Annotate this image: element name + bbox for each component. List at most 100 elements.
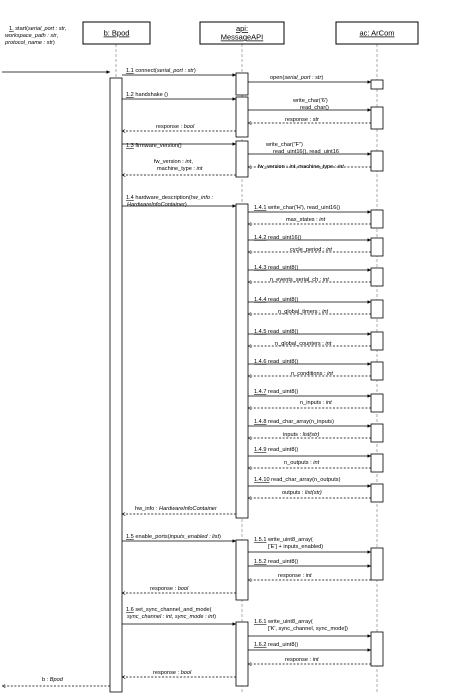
activation-bar-arcom: [370, 79, 384, 90]
message-e2: 1.5.2 read_uint8(): [248, 559, 371, 568]
message-hw_ret: hw_info : HardwareInfoContainer: [122, 506, 236, 514]
message-label: 1.5.1 write_uint8_array(: [254, 537, 313, 543]
message-r5: n_global_counters : int: [248, 341, 371, 347]
message-label-continued: ['E'] + inputs_enabled): [268, 544, 323, 550]
message-e_ret: response : int: [248, 573, 371, 580]
activation-bar-arcom: [370, 453, 384, 473]
activation-bar-arcom: [370, 547, 384, 581]
activation-bar-api: [235, 96, 249, 138]
participant-box: [335, 21, 419, 45]
message-label: 1.4.9 read_uint8(): [254, 447, 298, 453]
message-label: n_global_counters : int: [275, 341, 332, 347]
message-label: b : Bpod: [42, 677, 64, 683]
activation-bar-api: [235, 140, 249, 178]
participant-bpod: b: Bpod: [82, 21, 151, 45]
message-label: n_global_timers : int: [278, 309, 329, 315]
activation-bar-arcom: [370, 299, 384, 319]
message-label-continued: read_uint16(), read_uint16: [273, 149, 339, 155]
activation-bar-arcom: [370, 393, 384, 413]
message-connect: 1.1 connect(serial_port : str): [122, 68, 236, 77]
message-label: 1. start(serial_port : str,: [9, 26, 67, 32]
message-label: response : bool: [153, 670, 192, 676]
participant-label: b: Bpod: [104, 29, 130, 38]
message-s9: 1.4.9 read_uint8(): [248, 447, 371, 458]
message-label-continued: machine_type : int: [157, 166, 203, 172]
message-r3: n_events_serial_ch : int: [248, 277, 371, 283]
message-label: max_states : int: [286, 217, 326, 223]
message-label: cycle_period : int: [290, 247, 332, 253]
activation-bar-bpod: [109, 77, 123, 693]
message-hwdesc: 1.4 hardware_description(hw_info :Hardwa…: [122, 195, 236, 208]
participant-api: api:MessageAPI: [199, 21, 285, 45]
message-write6: write_char('6')read_char(): [248, 98, 371, 112]
message-s7: 1.4.7 read_uint8(): [248, 389, 371, 398]
message-fw_ret: fw_version : int,machine_type : int: [122, 159, 236, 175]
message-label: inputs : list(str): [283, 432, 320, 438]
message-label: n_outputs : int: [284, 460, 320, 466]
activation-bar-arcom: [370, 106, 384, 130]
message-label: n_events_serial_ch : int: [270, 277, 329, 283]
message-r7: n_inputs : int: [248, 400, 371, 408]
message-label: response : str: [285, 117, 320, 123]
message-label-continued: read_char(): [300, 105, 329, 111]
message-label: 1.4.10 read_char_array(n_outputs): [254, 477, 341, 483]
message-label: n_inputs : int: [300, 400, 332, 406]
message-s8: 1.4.8 read_char_array(n_inputs): [248, 419, 371, 428]
message-label: 1.4.2 read_uint16(): [254, 235, 301, 241]
message-label: response : int: [285, 657, 319, 663]
message-resp_str: response : str: [248, 117, 371, 123]
message-r9: n_outputs : int: [248, 460, 371, 468]
message-r1: max_states : int: [248, 217, 371, 224]
participant-label: api:: [236, 24, 248, 33]
activation-bar-arcom: [370, 423, 384, 443]
message-s10: 1.4.10 read_char_array(n_outputs): [248, 477, 371, 488]
message-resp_bool1: response : bool: [122, 124, 236, 131]
message-s1: 1.4.1 write_char('H'), read_uint16(): [248, 205, 371, 214]
participant-box: [82, 21, 151, 45]
message-s4: 1.4.4 read_uint8(): [248, 297, 371, 304]
message-label: 1.4 hardware_description(hw_info :: [126, 195, 214, 201]
message-label: 1.4.7 read_uint8(): [254, 389, 298, 395]
message-r2: cycle_period : int: [248, 247, 371, 253]
message-label-continued: protocol_name : str): [4, 40, 55, 46]
message-y2: 1.6.2 read_uint8(): [248, 642, 371, 652]
message-r4: n_global_timers : int: [248, 309, 371, 315]
message-fw_ret2: fw_version : int, machine_type : int: [248, 164, 371, 170]
message-y1: 1.6.1 write_uint8_array(['K', sync_chann…: [248, 619, 371, 638]
message-r10: outputs : list(str): [248, 490, 371, 498]
message-label-continued: HardwareInfoContainer): [127, 202, 187, 208]
activation-bar-arcom: [370, 150, 384, 172]
message-enable: 1.5 enable_ports(inputs_enabled : list): [122, 534, 236, 543]
message-label: 1.2 handshake (): [126, 92, 168, 98]
message-label: 1.5 enable_ports(inputs_enabled : list): [126, 534, 221, 540]
activation-bar-api: [235, 203, 249, 519]
message-r8: inputs : list(str): [248, 432, 371, 438]
message-e1: 1.5.1 write_uint8_array(['E'] + inputs_e…: [248, 537, 371, 554]
message-start: 1. start(serial_port : str,workspace_pat…: [2, 26, 110, 74]
message-firmware: 1.3 firmware_version(): [122, 142, 236, 149]
message-label: 1.4.5 read_uint8(): [254, 329, 298, 335]
activation-bar-arcom: [370, 361, 384, 381]
message-label: 1.3 firmware_version(): [126, 143, 182, 149]
message-label: hw_info : HardwareInfoContainer: [135, 506, 218, 512]
message-s6: 1.4.6 read_uint8(): [248, 359, 371, 366]
activation-bar-arcom: [370, 267, 384, 287]
message-label: 1.4.3 read_uint8(): [254, 265, 298, 271]
message-label: 1.4.4 read_uint8(): [254, 297, 298, 303]
message-label: 1.6.1 write_uint8_array(: [254, 619, 313, 625]
message-y_ret2: response : bool: [122, 670, 236, 677]
message-r6: n_conditions : int: [248, 371, 371, 377]
participant-box: [199, 21, 285, 45]
message-label: response : int: [278, 573, 312, 579]
message-label: fw_version : int,: [154, 159, 193, 165]
message-label: write_char('6'): [292, 98, 328, 104]
message-label: 1.4.1 write_char('H'), read_uint16(): [254, 205, 340, 211]
activation-bar-arcom: [370, 631, 384, 667]
message-handshake: 1.2 handshake (): [122, 92, 236, 101]
message-label: response : bool: [150, 586, 189, 592]
activation-bar-api: [235, 621, 249, 687]
message-sync: 1.6 set_sync_channel_and_mode(sync_chann…: [122, 607, 236, 626]
message-s5: 1.4.5 read_uint8(): [248, 329, 371, 336]
message-label-continued: sync_channel : int, sync_mode : int): [127, 614, 216, 620]
activation-bar-arcom: [370, 331, 384, 351]
